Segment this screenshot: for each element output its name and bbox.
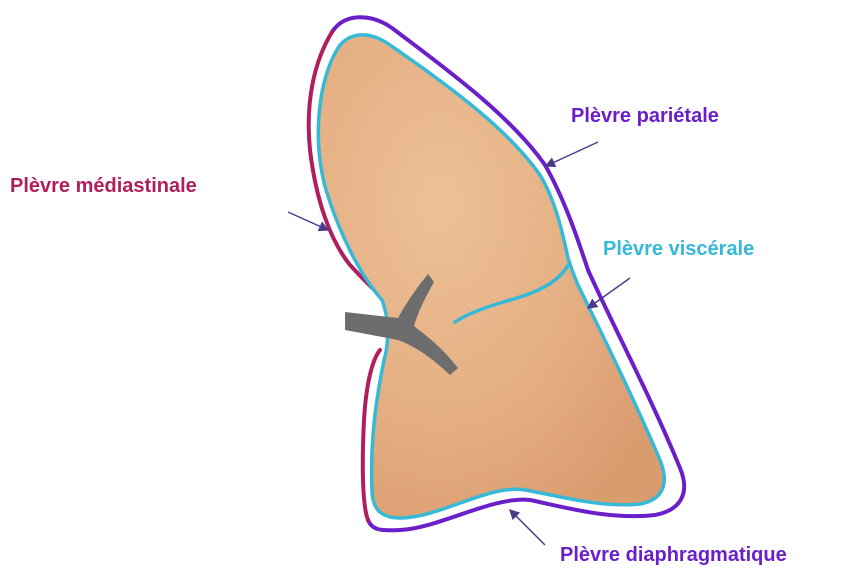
label-plevre-mediastinale: Plèvre médiastinale [10,176,197,196]
label-plevre-diaphragmatique: Plèvre diaphragmatique [560,545,787,565]
label-plevre-parietale: Plèvre pariétale [571,106,719,126]
arrow-parietale [546,142,598,166]
label-plevre-viscerale: Plèvre viscérale [603,239,754,259]
arrow-diaphragmatique [510,510,545,545]
